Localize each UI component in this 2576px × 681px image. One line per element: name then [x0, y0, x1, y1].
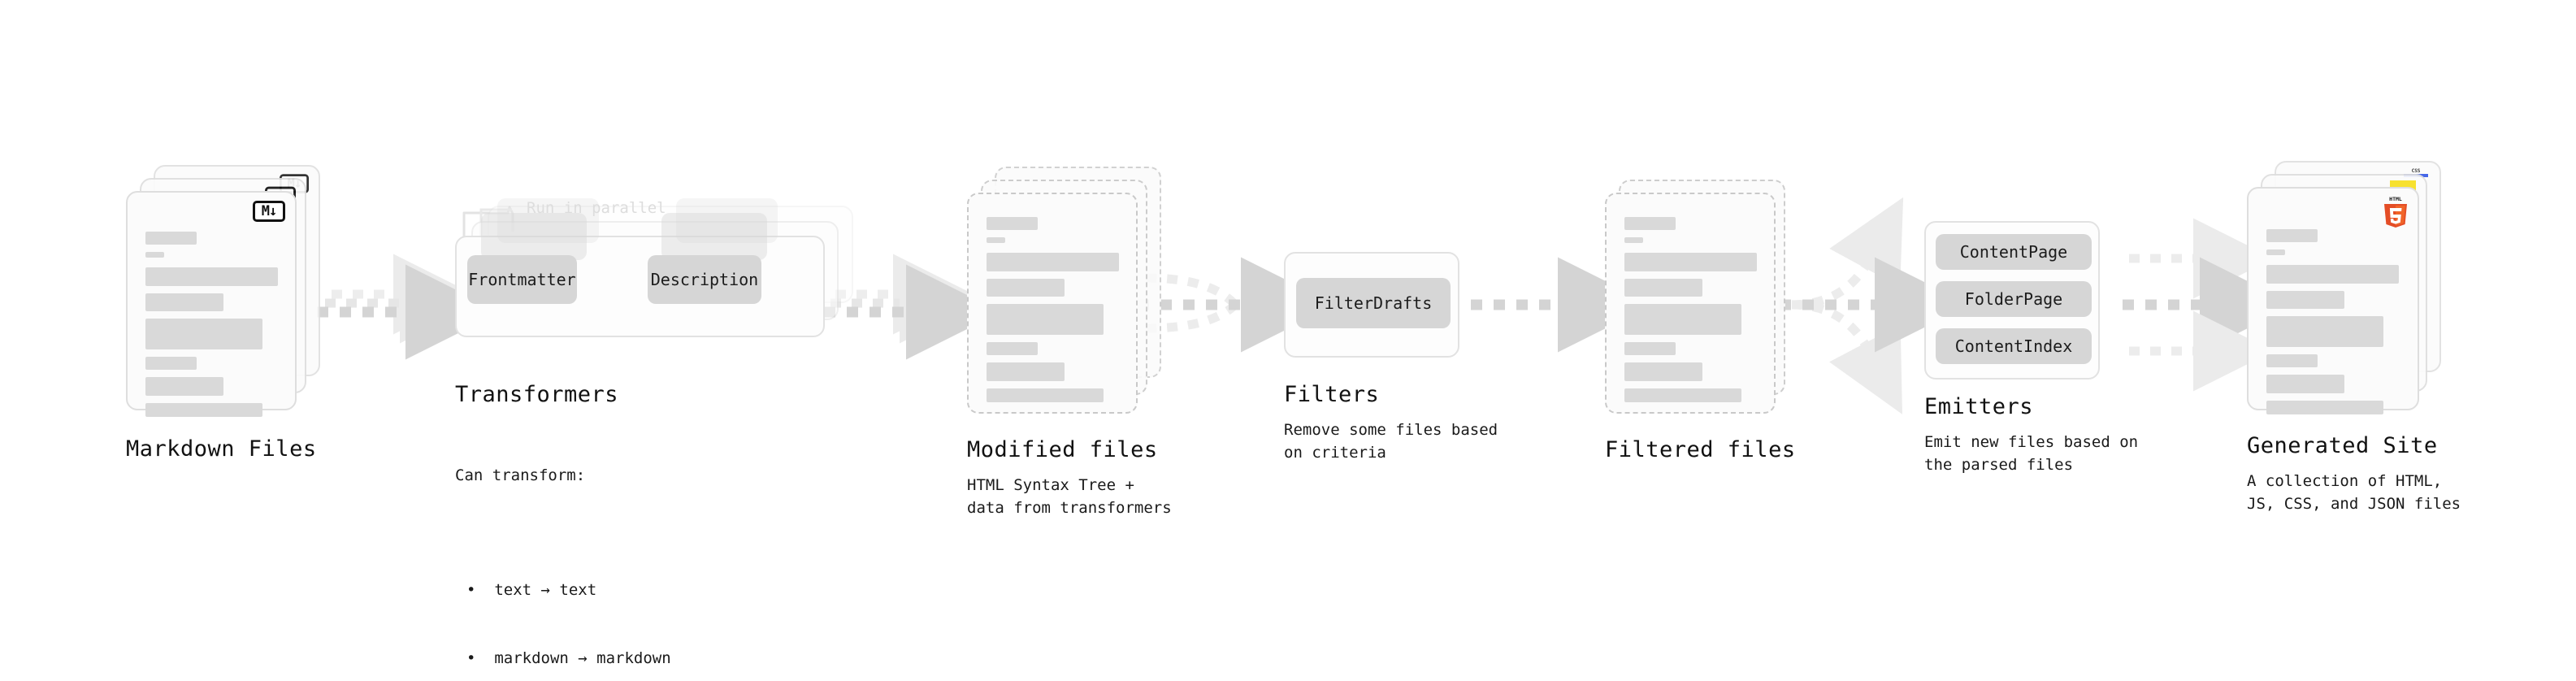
pill-description-ghost-1: [661, 213, 767, 260]
run-in-parallel-label: Run in parallel: [527, 199, 666, 217]
stage-markdown-files: M↓ M↓ M↓: [126, 165, 320, 417]
stage-emitters: ContentPage FolderPage ContentIndex: [1924, 221, 2100, 380]
css-icon-label: CSS: [2411, 168, 2421, 174]
stage-filtered-files: [1605, 180, 1785, 414]
page-title-transformers: Transformers: [455, 382, 619, 407]
caption-emitters: Emit new files based on the parsed files: [1924, 433, 2139, 475]
doc-skeleton: [1624, 217, 1758, 410]
page-title-emitters: Emitters: [1924, 394, 2034, 419]
pill-filterdrafts[interactable]: FilterDrafts: [1296, 278, 1451, 328]
pill-frontmatter-ghost-1: [481, 213, 587, 260]
pill-frontmatter-ghost-2: [497, 198, 599, 243]
stage-transformers: Frontmatter Description: [455, 198, 853, 337]
pill-contentindex[interactable]: ContentIndex: [1936, 328, 2092, 364]
bullet-icon: •: [466, 580, 495, 599]
page-title-markdown-files: Markdown Files: [126, 436, 317, 462]
markdown-icon: M↓: [253, 201, 285, 222]
arrow-emitters-to-site: [2123, 218, 2295, 392]
page-title-filters: Filters: [1284, 382, 1380, 407]
page-title-modified-files: Modified files: [967, 437, 1158, 462]
doc-card-front: M↓: [126, 191, 297, 417]
svg-text:HTML: HTML: [2389, 196, 2402, 202]
filters-group: FilterDrafts: [1284, 252, 1459, 358]
pill-description-ghost-2: [676, 198, 778, 243]
page-title-filtered-files: Filtered files: [1605, 437, 1796, 462]
pill-contentpage[interactable]: ContentPage: [1936, 234, 2092, 270]
caption-transformers-head: Can transform:: [455, 466, 586, 485]
caption-transformers: Can transform: • text → text • markdown …: [455, 419, 671, 681]
caption-generated-site: A collection of HTML, JS, CSS, and JSON …: [2247, 472, 2461, 514]
pill-description[interactable]: Description: [648, 255, 761, 304]
page-title-generated-site: Generated Site: [2247, 433, 2438, 458]
stage-generated-site: CSS HTML: [2247, 161, 2441, 414]
doc-skeleton: [2266, 229, 2401, 422]
pill-folderpage[interactable]: FolderPage: [1936, 281, 2092, 317]
arrow-filtered-to-emitters: [1780, 197, 1970, 414]
caption-transform-item-1: markdown → markdown: [494, 649, 671, 668]
doc-skeleton: [987, 217, 1120, 410]
stage-filters: FilterDrafts: [1284, 252, 1459, 358]
doc-card-front: [1605, 193, 1776, 414]
bullet-icon: •: [466, 649, 495, 668]
arrow-markdown-to-transformers: [317, 254, 501, 360]
caption-filters: Remove some files based on criteria: [1284, 421, 1498, 462]
emitters-group: ContentPage FolderPage ContentIndex: [1924, 221, 2100, 380]
caption-transform-item-0: text → text: [494, 580, 597, 599]
pill-frontmatter[interactable]: Frontmatter: [467, 255, 577, 304]
doc-skeleton: [145, 232, 279, 424]
doc-card-front: [967, 193, 1138, 414]
stage-modified-files: [967, 167, 1161, 414]
html5-icon: HTML: [2382, 195, 2409, 228]
caption-modified-files: HTML Syntax Tree + data from transformer…: [967, 476, 1172, 518]
transformer-group-front: Frontmatter Description: [455, 198, 825, 337]
doc-card-front: HTML: [2247, 187, 2419, 414]
